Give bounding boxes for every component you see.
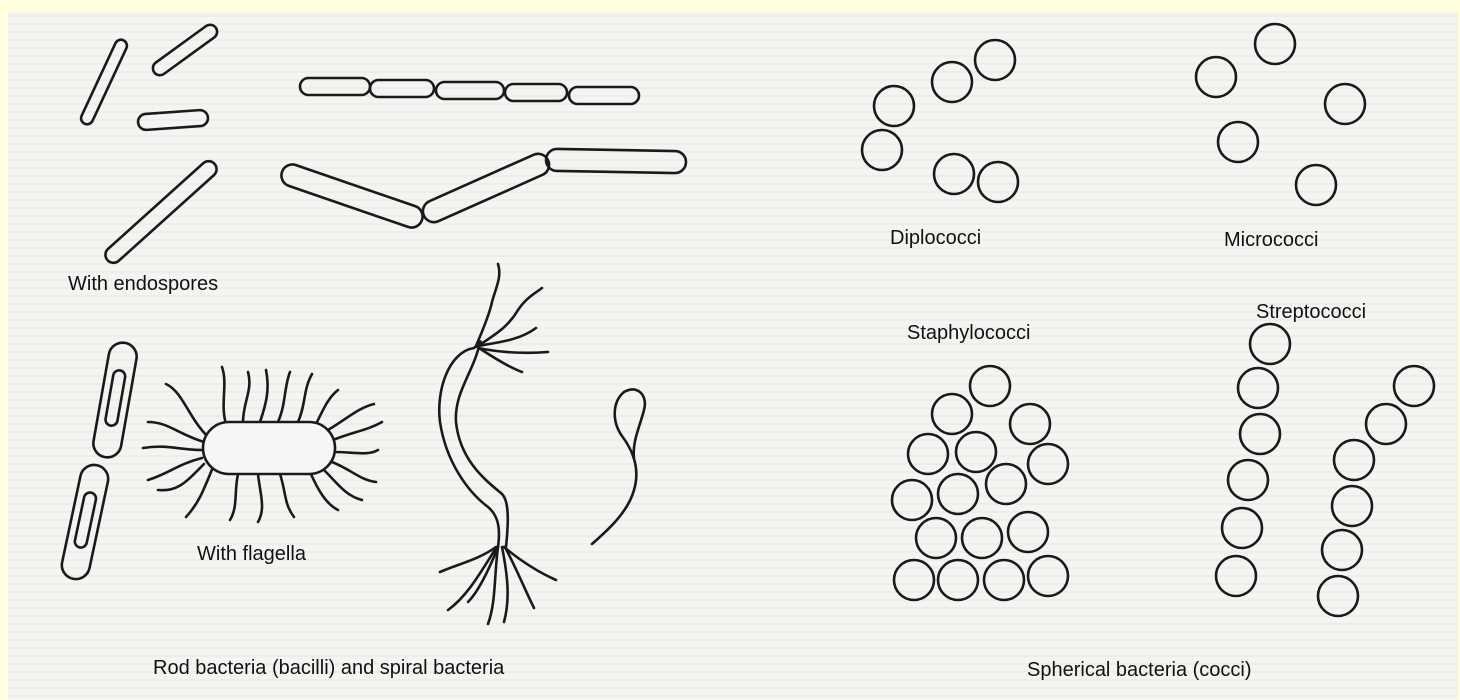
label-with-endospores: With endospores [68,274,218,294]
label-with-flagella: With flagella [197,544,306,564]
bacteria-illustration [8,12,1458,700]
label-micrococci: Micrococci [1224,230,1318,250]
label-diplococci: Diplococci [890,228,981,248]
label-spherical-bacteria: Spherical bacteria (cocci) [1027,660,1252,680]
diagram-panel: With endospores With flagella Rod bacter… [8,12,1458,700]
label-rod-and-spiral: Rod bacteria (bacilli) and spiral bacter… [153,658,504,678]
label-staphylococci: Staphylococci [907,323,1030,343]
label-streptococci: Streptococci [1256,302,1366,322]
